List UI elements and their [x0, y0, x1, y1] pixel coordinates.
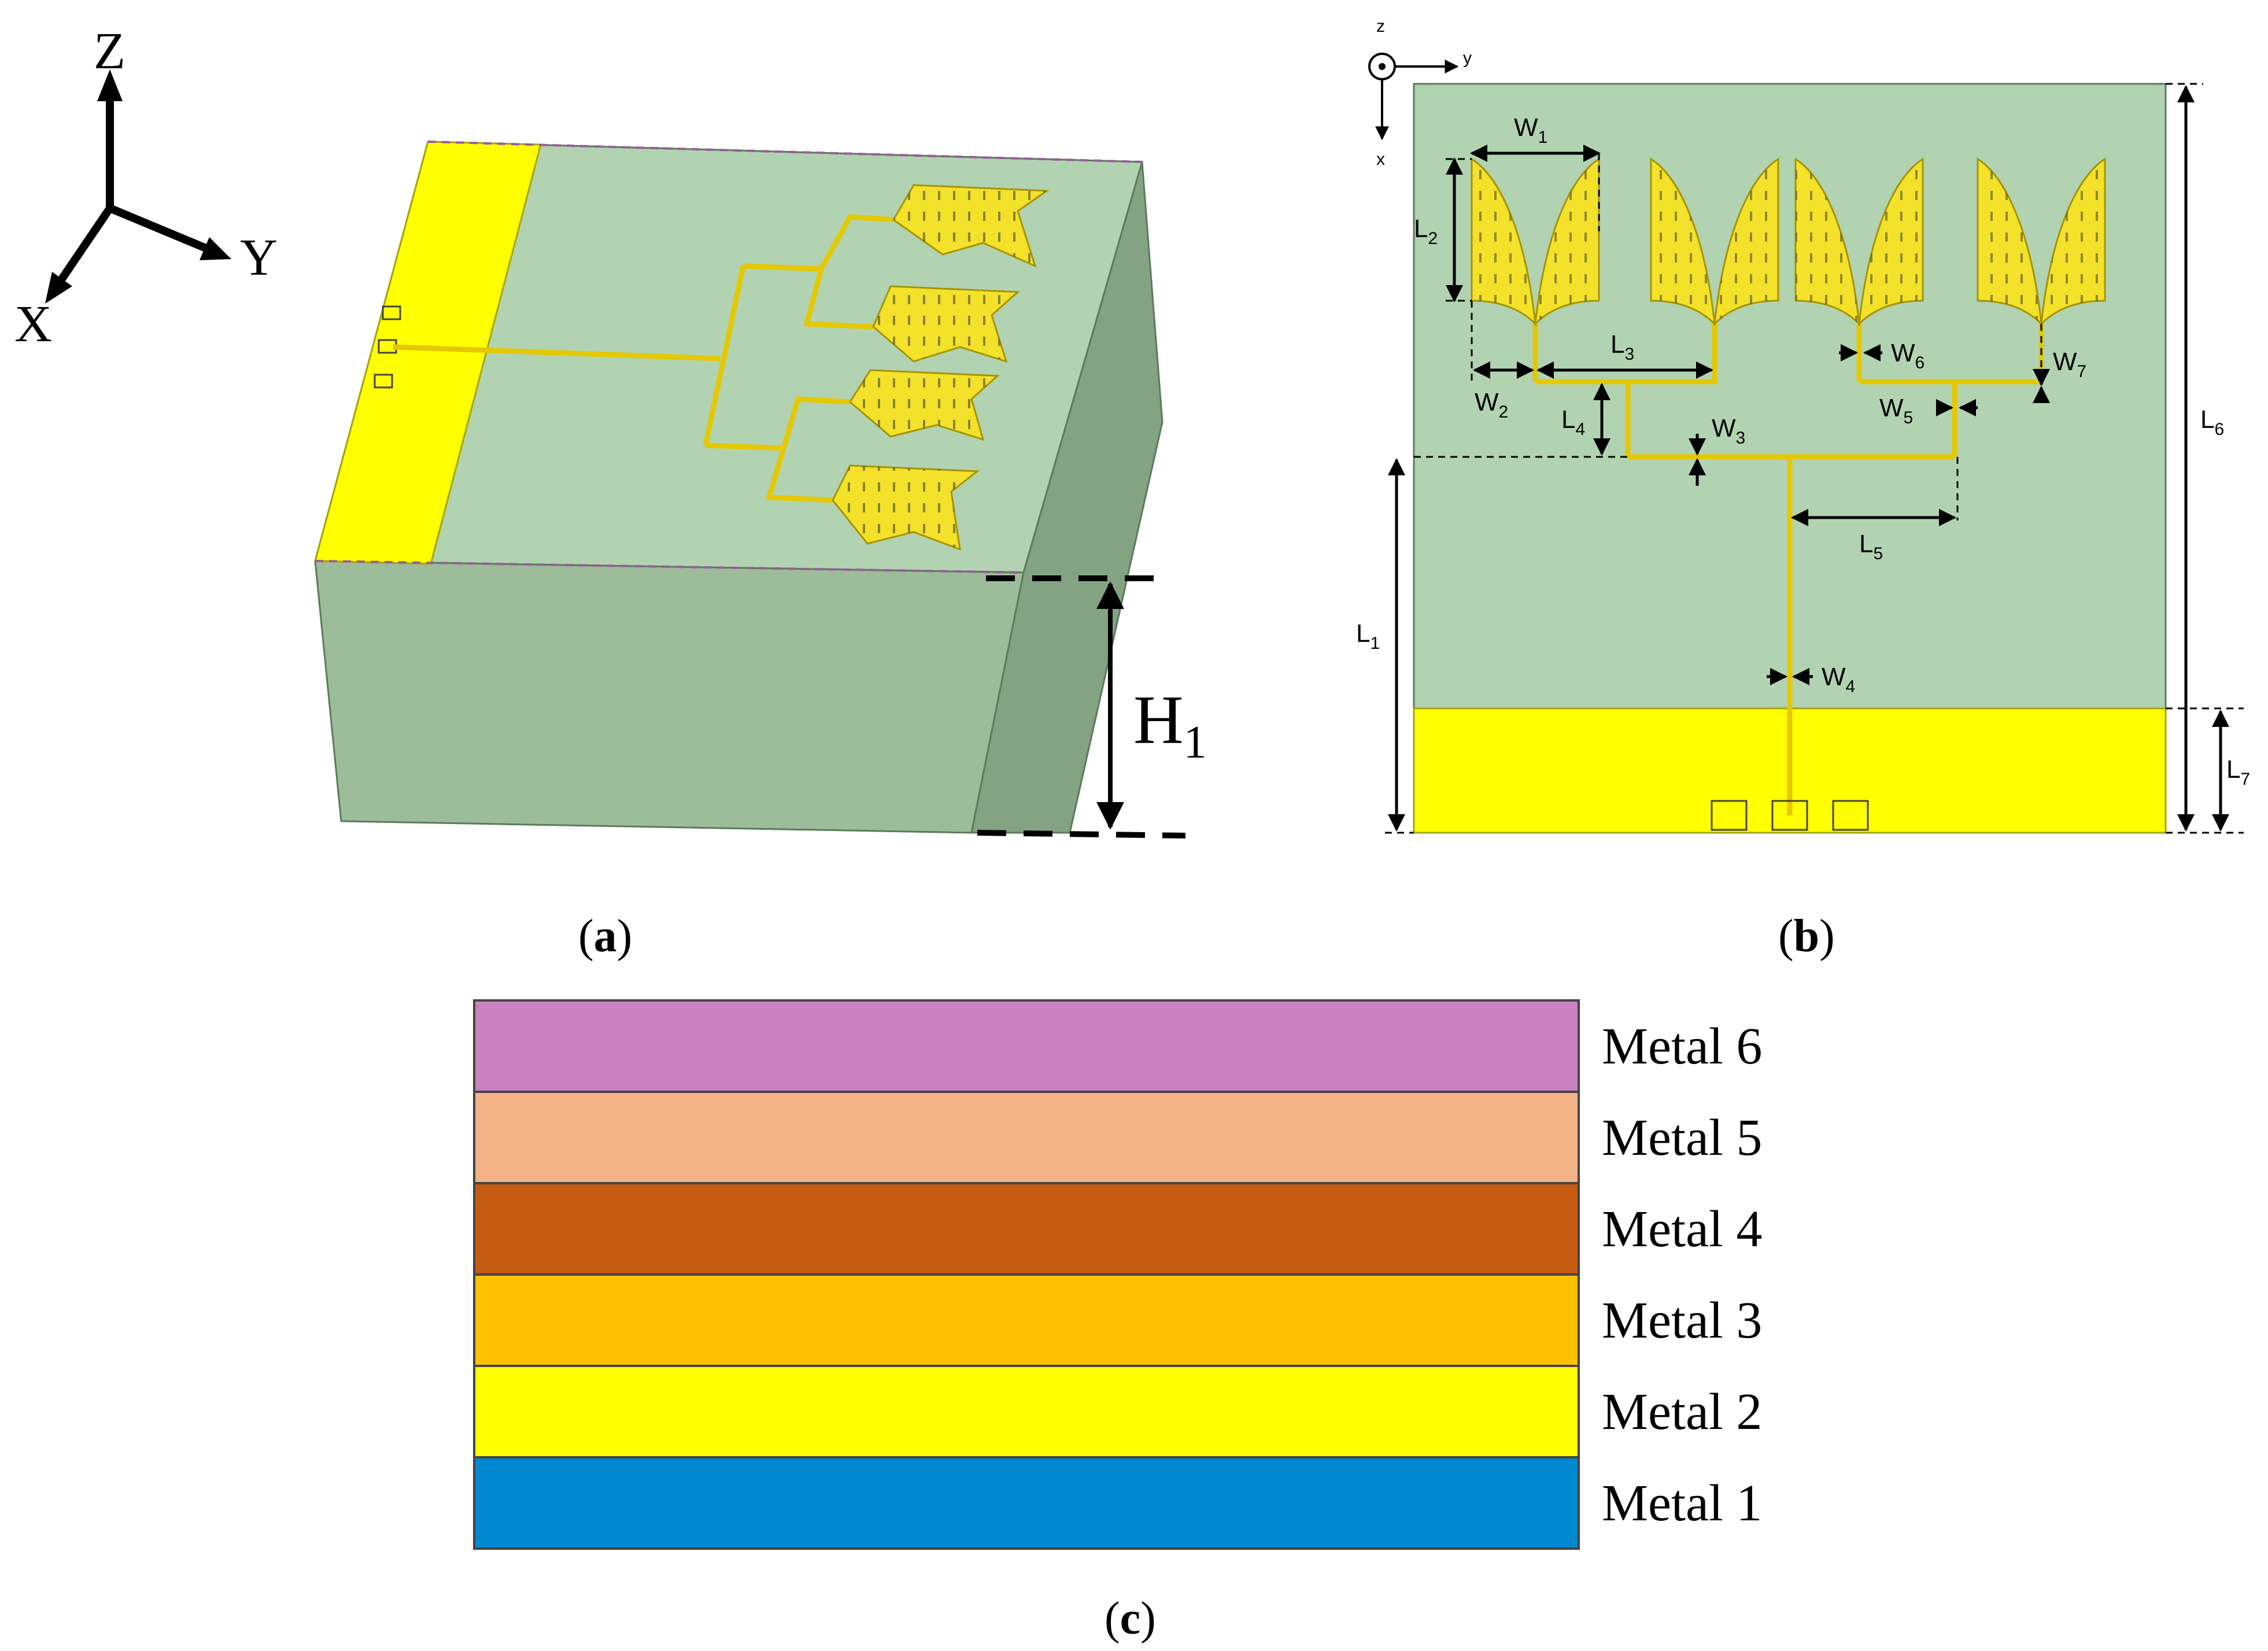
layer-label-4: Metal 4: [1602, 1201, 1762, 1258]
axis-triad-2d: z y x: [1368, 17, 1472, 169]
axis-y-label: Y: [240, 229, 278, 286]
label-w3: W3: [1712, 414, 1745, 448]
label-w6: W6: [1891, 339, 1925, 372]
panel-b: z y x: [1356, 17, 2250, 962]
label-l7: L7: [2226, 755, 2250, 789]
dimension-lines: [1385, 83, 2244, 834]
layer-label-1: Metal 1: [1602, 1475, 1762, 1532]
height-label: H1: [1133, 681, 1207, 768]
layer-band-1: [473, 1456, 1580, 1550]
substrate-side-face: [970, 161, 1163, 834]
label-l6: L6: [2200, 405, 2224, 439]
caption-b: (b): [1778, 911, 1835, 962]
layer-label-5: Metal 5: [1602, 1109, 1762, 1166]
feed-ports: [1711, 800, 1869, 831]
layer-label-3: Metal 3: [1602, 1292, 1762, 1349]
label-l2: L2: [1414, 215, 1438, 248]
axis-z-small: z: [1376, 17, 1385, 36]
label-w5: W5: [1879, 394, 1913, 427]
label-l3: L3: [1610, 330, 1634, 364]
layer-band-4: [473, 1182, 1580, 1276]
label-w2: W2: [1475, 388, 1508, 422]
caption-c: (c): [1105, 1593, 1156, 1644]
label-l4: L4: [1561, 405, 1585, 439]
layer-label-2: Metal 2: [1602, 1383, 1762, 1441]
label-l5: L5: [1859, 530, 1883, 563]
axis-x-label: X: [14, 296, 52, 353]
axis-x-small: x: [1376, 150, 1385, 169]
axis-z-label: Z: [94, 23, 125, 80]
caption-a: (a): [578, 911, 632, 962]
axis-y-small: y: [1463, 49, 1472, 68]
dimension-labels: W1 L2 L3 W2 L4 W3 W6 W7 W5 L5 L1 W4 L6 L…: [1356, 113, 2250, 789]
layer-band-2: [473, 1365, 1580, 1458]
layer-label-6: Metal 6: [1602, 1018, 1762, 1075]
label-w4: W4: [1822, 663, 1855, 696]
layer-band-3: [473, 1273, 1580, 1367]
label-w1: W1: [1514, 113, 1547, 147]
panel-a: Z Y X: [14, 23, 1207, 962]
layer-band-5: [473, 1091, 1580, 1184]
label-l1: L1: [1356, 619, 1380, 653]
feed-network-3d: [393, 214, 894, 503]
substrate-front-face: [314, 560, 1025, 834]
substrate-3d: [314, 141, 1163, 834]
panel-c-layer-stack: Metal 6 Metal 5 Metal 4 Metal 3 Metal 2 Metal…: [473, 999, 1762, 1550]
height-dimension: H1: [977, 575, 1207, 839]
axis-triad-3d: Z Y X: [14, 23, 278, 353]
layer-band-6: [473, 999, 1580, 1093]
label-w7: W7: [2053, 348, 2086, 381]
